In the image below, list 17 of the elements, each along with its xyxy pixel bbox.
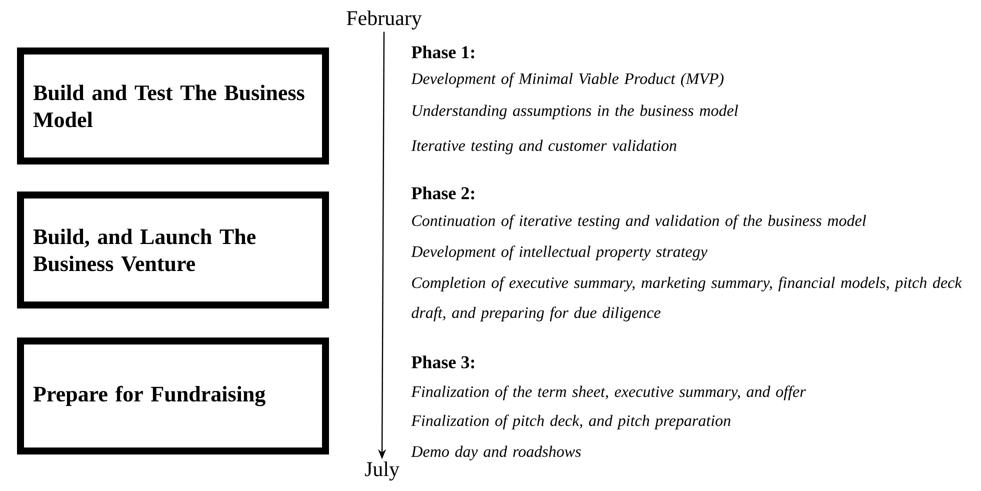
stage-box: Build and Test The Business Model (17, 48, 329, 164)
phase-heading: Phase 1: (412, 46, 474, 58)
phase-task: Finalization of pitch deck, and pitch preparation (411, 414, 730, 430)
stage-box: Prepare for Fundraising (17, 338, 329, 454)
phase-task: Development of Minimal Viable Product (MVP) (411, 72, 724, 88)
month-label: July (364, 461, 400, 481)
phase-heading: Phase 3: (412, 356, 474, 368)
phase-task: Development of intellectual property strategy (411, 246, 708, 260)
phase-task: Iterative testing and customer validation (411, 140, 676, 154)
phase-task: Completion of executive summary, marketing summary, financial models, pitch deck draft, and preparing for due diligence (412, 276, 962, 322)
phase-task: Finalization of the term sheet, executive summary, and offer (411, 386, 806, 400)
month-label: February (346, 10, 422, 30)
phase-heading: Phase 2: (412, 186, 474, 200)
phase-task: Demo day and roadshows (411, 446, 581, 460)
phase-task: Understanding assumptions in the business model (412, 104, 738, 120)
stage-box: Build, and Launch The Business Venture (17, 192, 329, 308)
phase-task: Continuation of iterative testing and validation of the business model (412, 214, 866, 230)
